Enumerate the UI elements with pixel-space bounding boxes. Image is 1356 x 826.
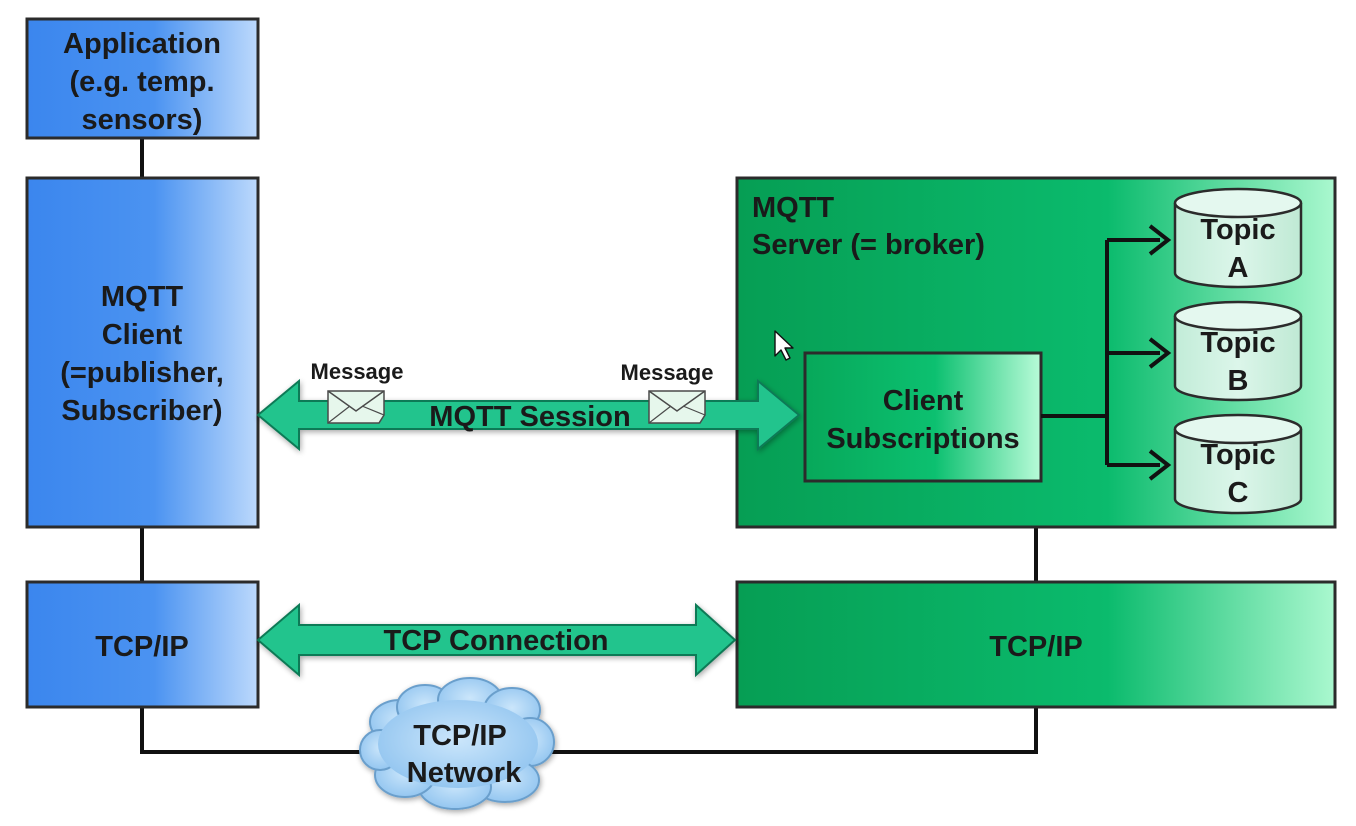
client-label-line4: Subscriber) bbox=[61, 395, 222, 427]
message-left-label: Message bbox=[311, 359, 404, 384]
server-label-line1: MQTT bbox=[752, 192, 834, 224]
topic-b-label-line2: B bbox=[1228, 365, 1249, 397]
tcp-connection-arrow: TCP Connection bbox=[256, 602, 737, 678]
server-label-line2: Server (= broker) bbox=[752, 229, 985, 261]
network-label-line2: Network bbox=[407, 757, 522, 789]
topic-a-label-line1: Topic bbox=[1200, 214, 1275, 246]
topic-c-label-line1: Topic bbox=[1200, 439, 1275, 471]
arrowhead-topic-a bbox=[1148, 224, 1172, 256]
application-label-line1: Application bbox=[63, 28, 221, 60]
topic-a-label-line2: A bbox=[1228, 252, 1249, 284]
tcp-connection-label: TCP Connection bbox=[383, 625, 608, 657]
client-label-line2: Client bbox=[102, 319, 183, 351]
subscriptions-label-line2: Subscriptions bbox=[826, 423, 1019, 455]
client-label-line3: (=publisher, bbox=[60, 357, 224, 389]
topic-cylinder-a: Topic A bbox=[1173, 187, 1303, 289]
topic-cylinder-c: Topic C bbox=[1173, 413, 1303, 515]
mqtt-client-box: MQTT Client (=publisher, Subscriber) bbox=[25, 176, 260, 529]
network-label-line1: TCP/IP bbox=[413, 720, 506, 752]
arrowhead-topic-c bbox=[1148, 449, 1172, 481]
mqtt-session-arrow: MQTT Session bbox=[256, 378, 801, 452]
application-box: Application (e.g. temp. sensors) bbox=[25, 17, 260, 140]
connector-lines bbox=[140, 138, 1038, 754]
server-tcp-label: TCP/IP bbox=[989, 631, 1082, 663]
tcp-ip-network-cloud bbox=[359, 677, 555, 810]
client-subscriptions-box: Client Subscriptions bbox=[803, 351, 1043, 483]
mouse-cursor-icon bbox=[774, 330, 794, 361]
topic-fanout bbox=[1041, 224, 1172, 481]
client-tcp-label: TCP/IP bbox=[95, 631, 188, 663]
subscriptions-label-line1: Client bbox=[883, 385, 964, 417]
message-left: Message bbox=[311, 359, 404, 424]
application-label-line3: sensors) bbox=[82, 104, 203, 136]
mqtt-session-label: MQTT Session bbox=[429, 401, 630, 433]
arrowhead-topic-b bbox=[1148, 337, 1172, 369]
envelope-icon bbox=[648, 390, 706, 424]
client-tcp-box: TCP/IP bbox=[25, 580, 260, 709]
network-line bbox=[140, 707, 1038, 754]
client-label-line1: MQTT bbox=[101, 281, 183, 313]
application-label-line2: (e.g. temp. bbox=[69, 66, 214, 98]
message-right: Message bbox=[621, 360, 714, 424]
message-right-label: Message bbox=[621, 360, 714, 385]
topic-cylinder-b: Topic B bbox=[1173, 300, 1303, 402]
topic-b-label-line1: Topic bbox=[1200, 327, 1275, 359]
envelope-icon bbox=[327, 390, 385, 424]
topic-c-label-line2: C bbox=[1228, 477, 1249, 509]
server-tcp-box: TCP/IP bbox=[735, 580, 1337, 709]
